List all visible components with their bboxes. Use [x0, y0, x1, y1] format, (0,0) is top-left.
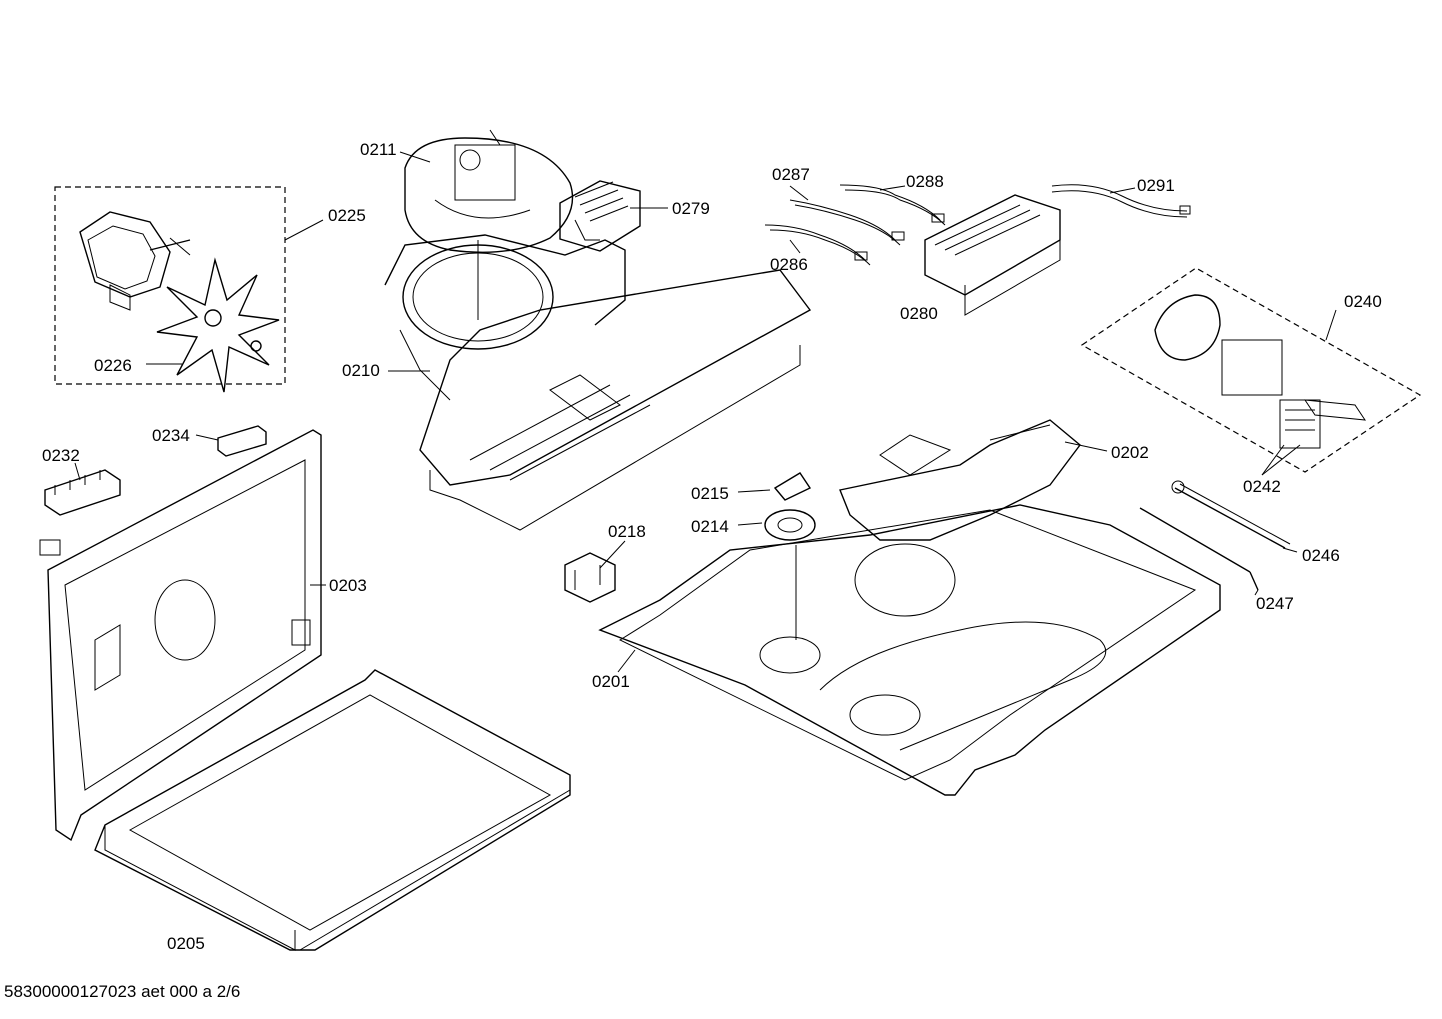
label-0246[interactable]: 0246 [1302, 546, 1340, 565]
part-0291-ribbon-cable[interactable] [1051, 184, 1191, 218]
label-0214[interactable]: 0214 [691, 517, 729, 536]
label-0291[interactable]: 0291 [1137, 176, 1175, 195]
label-0288[interactable]: 0288 [906, 172, 944, 191]
part-0246-rod[interactable] [1171, 480, 1291, 549]
label-0203[interactable]: 0203 [329, 576, 367, 595]
part-0234-bracket[interactable] [217, 425, 267, 457]
label-0205[interactable]: 0205 [167, 934, 205, 953]
label-0218[interactable]: 0218 [608, 522, 646, 541]
part-0225-fan-motor-assembly[interactable] [54, 186, 286, 385]
part-0242-switch[interactable] [1279, 399, 1321, 449]
drawing-number-footer: 58300000127023 aet 000 a 2/6 [4, 982, 241, 1001]
part-0218-holder[interactable] [564, 552, 616, 603]
label-0247[interactable]: 0247 [1256, 594, 1294, 613]
label-0279[interactable]: 0279 [672, 199, 710, 218]
part-0287-wire-harness[interactable] [789, 199, 905, 246]
part-0280-control-module[interactable] [924, 194, 1061, 316]
part-0214-grommet[interactable] [764, 509, 816, 541]
label-0280[interactable]: 0280 [900, 304, 938, 323]
part-0286-wire-harness[interactable] [764, 224, 871, 266]
part-0211-blower-unit[interactable] [404, 129, 574, 253]
part-0247-rod[interactable] [1139, 507, 1259, 591]
label-0211[interactable]: 0211 [360, 140, 397, 159]
part-0279-filter-block[interactable] [559, 180, 641, 252]
part-0215-clip[interactable] [773, 472, 812, 501]
part-0205-bottom-tray[interactable] [94, 669, 571, 951]
label-0286[interactable]: 0286 [770, 255, 808, 274]
label-0287[interactable]: 0287 [772, 165, 810, 184]
label-0202[interactable]: 0202 [1111, 443, 1149, 462]
label-0225[interactable]: 0225 [328, 206, 366, 225]
part-0202-duct-plate[interactable] [839, 419, 1081, 541]
label-0242[interactable]: 0242 [1243, 477, 1281, 496]
label-0234[interactable]: 0234 [152, 426, 190, 445]
label-0232[interactable]: 0232 [42, 446, 80, 465]
part-0203-back-panel[interactable] [47, 429, 322, 842]
part-0232-terminal-block[interactable] [39, 469, 121, 556]
label-0201[interactable]: 0201 [592, 672, 630, 691]
label-0240[interactable]: 0240 [1344, 292, 1382, 311]
part-0288-wire-harness[interactable] [839, 184, 946, 226]
label-0215[interactable]: 0215 [691, 484, 729, 503]
label-0210[interactable]: 0210 [342, 361, 380, 380]
part-0226-fan-blade[interactable] [156, 257, 280, 393]
label-0226[interactable]: 0226 [94, 356, 132, 375]
part-0210-fan-housing[interactable] [384, 234, 812, 531]
leader-lines [74, 151, 1337, 673]
part-0201-base-plate[interactable] [598, 504, 1221, 796]
